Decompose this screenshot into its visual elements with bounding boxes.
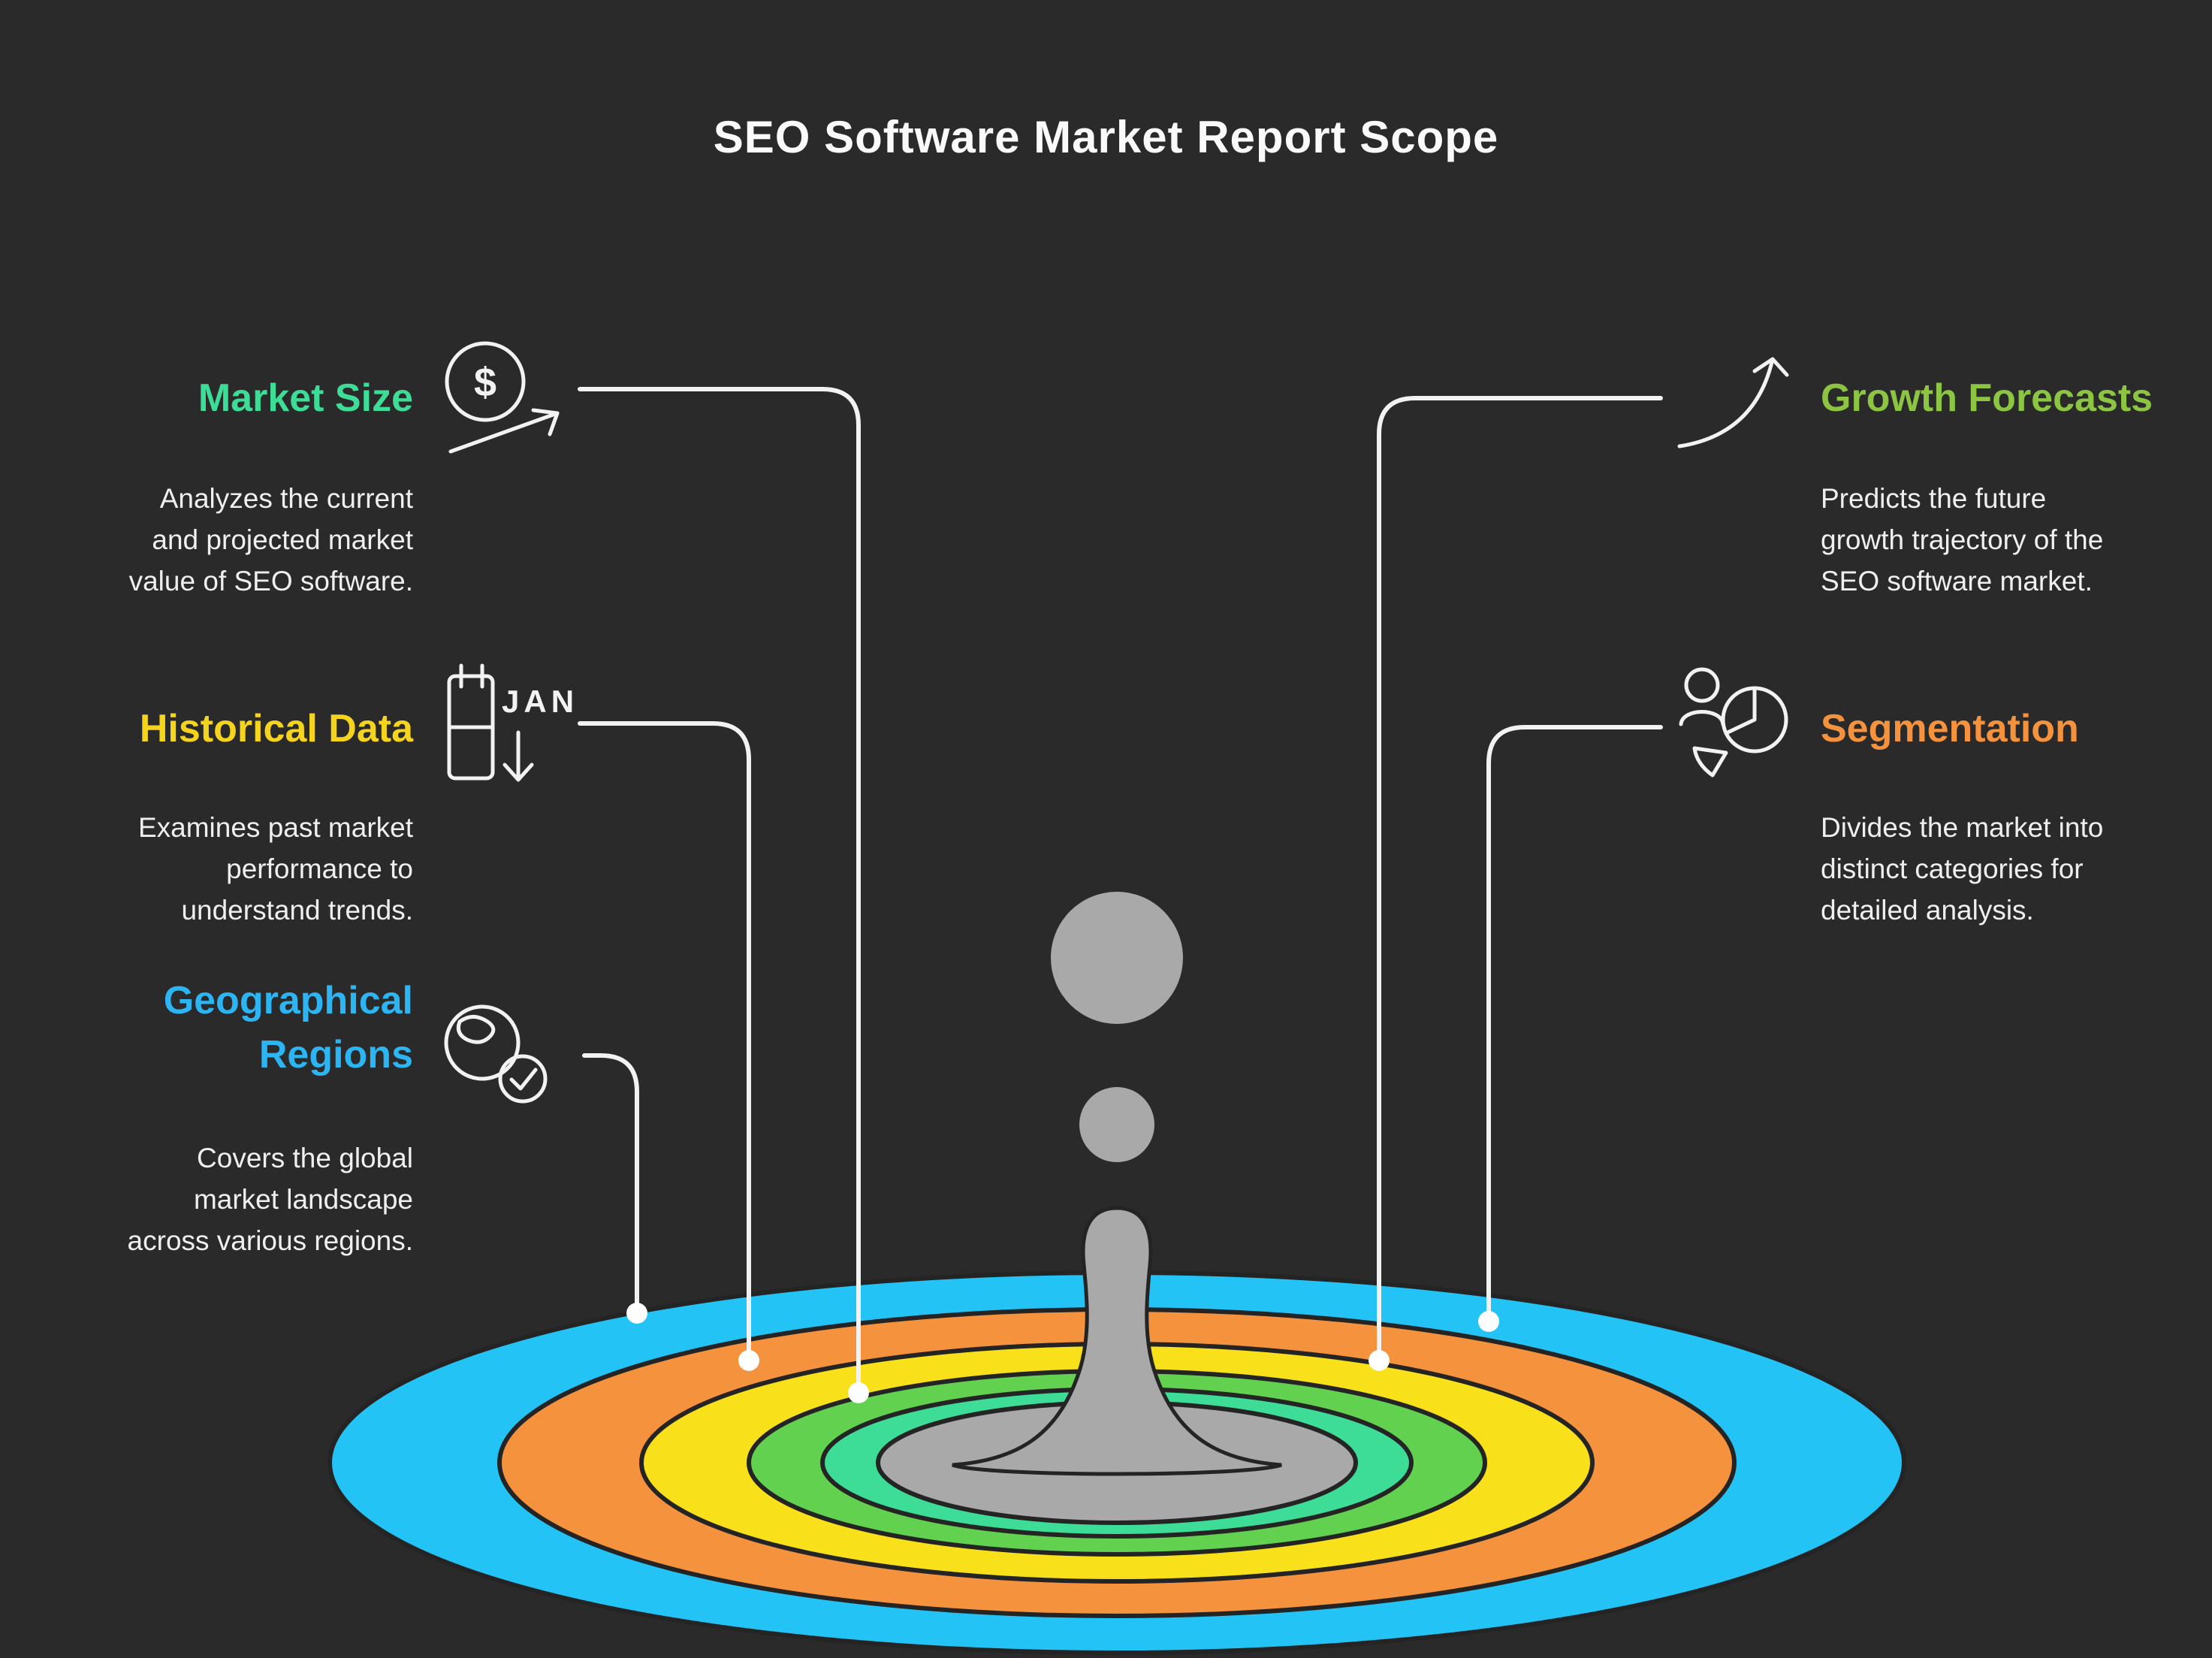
connector-segmentation [1486, 725, 1663, 1324]
dollar-trend-icon: $ [445, 341, 560, 454]
water-drop-small [1079, 1087, 1154, 1162]
market-size-description: Analyzes the current and projected marke… [128, 483, 413, 596]
connector-dot-historical-data [738, 1350, 759, 1371]
historical-data-description: Examines past market performance to unde… [137, 812, 413, 926]
historical-data-heading: Historical Data [139, 707, 413, 750]
person-pie-icon [1679, 667, 1788, 778]
connector-dot-growth-forecasts [1369, 1350, 1390, 1371]
page-title: SEO Software Market Report Scope [713, 112, 1499, 162]
geographical-regions-description: Covers the global market landscape acros… [127, 1143, 413, 1256]
segmentation-description: Divides the market into distinct categor… [1821, 812, 2104, 926]
connector-geographical-regions [582, 1053, 639, 1315]
globe-check-icon [444, 1004, 548, 1104]
connector-dot-geographical-regions [626, 1303, 647, 1324]
growth-forecasts-heading: Growth Forecasts [1821, 376, 2153, 420]
water-drop-large [1051, 892, 1183, 1024]
calendar-month-label: JAN [502, 684, 578, 719]
dollar-symbol: $ [474, 360, 496, 405]
calendar-icon: JAN [447, 663, 578, 782]
connector-growth-forecasts [1377, 396, 1663, 1363]
market-size-heading: Market Size [198, 376, 413, 420]
connector-dot-segmentation [1478, 1311, 1499, 1332]
segmentation-heading: Segmentation [1821, 707, 2079, 750]
connector-market-size [578, 387, 861, 1395]
growth-arrow-icon [1677, 357, 1789, 448]
connector-dot-market-size [848, 1382, 869, 1403]
water-splash [952, 1206, 1282, 1476]
growth-forecasts-description: Predicts the future growth trajectory of… [1821, 483, 2104, 596]
geographical-regions-heading: Geographical Regions [163, 979, 413, 1077]
connector-historical-data [578, 721, 751, 1363]
